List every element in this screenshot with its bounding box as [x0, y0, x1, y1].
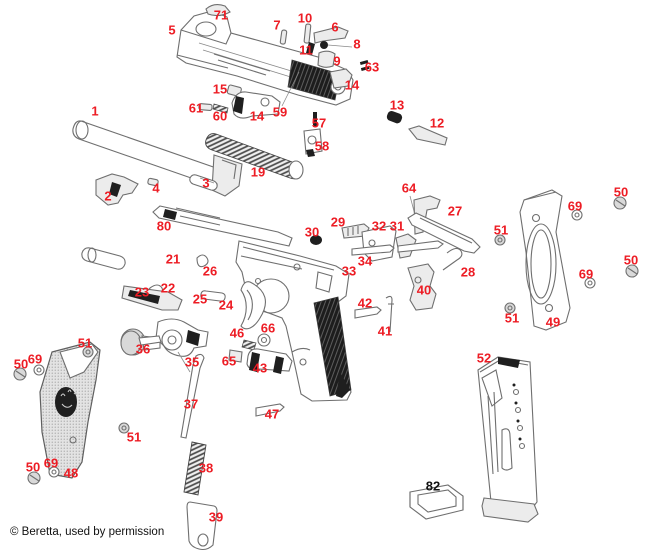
- left-grip-art: [40, 342, 100, 478]
- recoil-spring-art: [206, 134, 303, 179]
- mainspring-parts-art: [229, 334, 292, 374]
- frame-small-parts-art: [310, 224, 462, 270]
- sear-group-art: [355, 264, 436, 332]
- disassembly-knob-art: [121, 331, 161, 355]
- slide-small-parts-art: [280, 24, 370, 88]
- magazine-base-art: [410, 485, 463, 519]
- extractor-art: [199, 72, 299, 118]
- firing-pin-art: [386, 111, 447, 145]
- locking-block-art: [96, 174, 217, 205]
- trigger-group-art: [82, 248, 266, 329]
- guide-rod-art: [153, 206, 292, 246]
- lanyard-pin-art: [256, 404, 284, 416]
- firing-pin-block-art: [304, 112, 322, 157]
- hammer-strut-art: [408, 196, 480, 253]
- barrel-art: [73, 121, 242, 196]
- copyright-notice: © Beretta, used by permission: [10, 526, 165, 538]
- right-grip-art: [520, 190, 570, 330]
- frame-art: [236, 241, 351, 401]
- right-grip-screws-art: [495, 197, 638, 313]
- hammer-spring-art: [181, 354, 217, 549]
- rear-sight-art: [206, 5, 230, 16]
- left-grip-screws-art: [14, 347, 129, 484]
- magazine-art: [478, 357, 538, 522]
